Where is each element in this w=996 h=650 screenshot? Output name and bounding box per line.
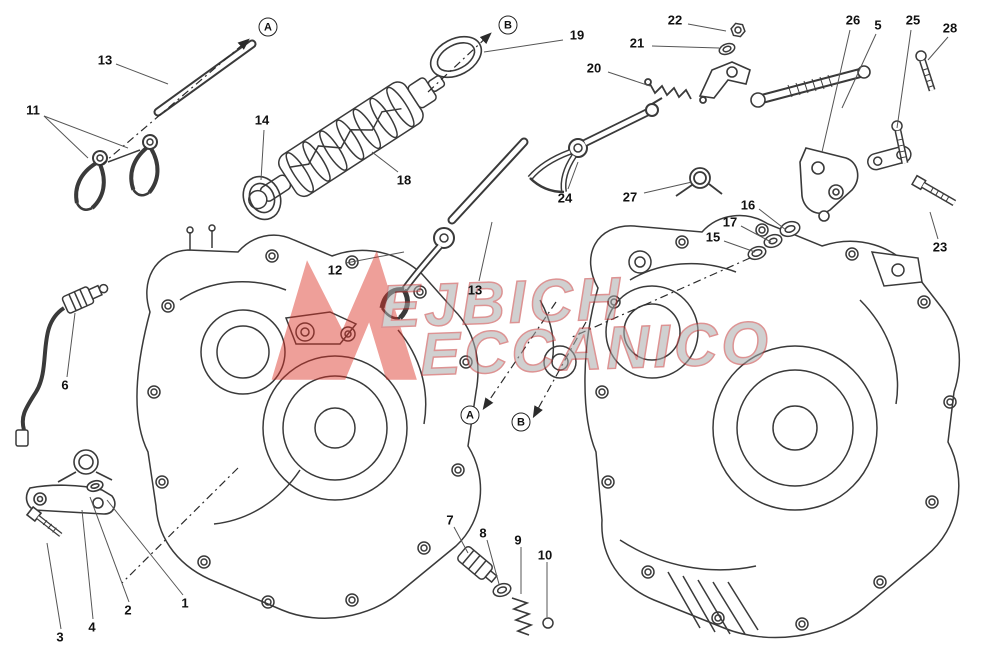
part-callout-15: 15 xyxy=(705,229,721,245)
view-letter-A: A xyxy=(460,405,480,425)
shift-fork-12 xyxy=(379,227,455,320)
part-callout-24: 24 xyxy=(557,190,573,206)
fork-link-line xyxy=(107,149,141,163)
ratchet-claw xyxy=(698,61,751,99)
shift-fork-left xyxy=(74,150,108,211)
part-callout-14: 14 xyxy=(254,112,270,128)
part-callout-10: 10 xyxy=(537,547,553,563)
axis-lines xyxy=(99,32,751,584)
fork-rod-lower xyxy=(447,137,529,225)
detent-plug-group xyxy=(457,545,554,636)
nut-22 xyxy=(730,22,746,38)
part-callout-18: 18 xyxy=(396,172,412,188)
part-callout-21: 21 xyxy=(629,35,645,51)
part-callout-12: 12 xyxy=(327,262,343,278)
part-callout-7: 7 xyxy=(446,512,454,528)
part-callout-6: 6 xyxy=(61,377,69,393)
selector-shaft-5 xyxy=(750,65,871,108)
part-callout-3: 3 xyxy=(56,629,64,645)
part-callout-26: 26 xyxy=(845,12,861,28)
view-letter-A: A xyxy=(258,17,278,37)
washer-21 xyxy=(718,42,736,56)
view-letter-B: B xyxy=(498,15,518,35)
gear-stopper-lever-group xyxy=(25,449,116,537)
left-crankcase xyxy=(136,224,482,619)
part-callout-20: 20 xyxy=(586,60,602,76)
selector-fork-24 xyxy=(527,97,663,194)
part-callout-1: 1 xyxy=(181,595,189,611)
washer-15 xyxy=(747,245,767,261)
part-callout-5: 5 xyxy=(874,17,882,33)
view-letter-B: B xyxy=(511,412,531,432)
bolt-23 xyxy=(911,174,957,207)
part-callout-25: 25 xyxy=(905,12,921,28)
part-callout-11: 11 xyxy=(26,102,40,118)
part-callout-28: 28 xyxy=(942,20,958,36)
part-callout-16: 16 xyxy=(740,197,756,213)
washer-16 xyxy=(779,220,801,238)
washer-17 xyxy=(763,233,783,249)
seal-ring-19 xyxy=(429,35,483,79)
part-callout-9: 9 xyxy=(514,532,522,548)
part-callout-22: 22 xyxy=(667,12,683,28)
bolt-28 xyxy=(915,50,936,92)
shift-fork-right xyxy=(129,134,160,197)
part-callout-13: 13 xyxy=(97,52,113,68)
right-crankcase xyxy=(539,214,961,639)
torsion-spring-27 xyxy=(675,167,723,197)
part-callout-23: 23 xyxy=(932,239,948,255)
fork-rod-upper xyxy=(153,39,257,117)
neutral-switch-6 xyxy=(15,283,109,447)
part-callout-27: 27 xyxy=(622,189,638,205)
part-callout-8: 8 xyxy=(479,525,487,541)
part-callout-19: 19 xyxy=(569,27,585,43)
leader-lines xyxy=(43,23,949,630)
right-crankcase-bolt-holes xyxy=(595,223,957,631)
part-callout-4: 4 xyxy=(88,619,96,635)
left-crankcase-bolt-holes xyxy=(147,249,473,609)
part-callout-2: 2 xyxy=(124,602,132,618)
part-callout-17: 17 xyxy=(722,214,738,230)
part-callout-13: 13 xyxy=(467,282,483,298)
selector-arm-26 xyxy=(799,147,859,222)
